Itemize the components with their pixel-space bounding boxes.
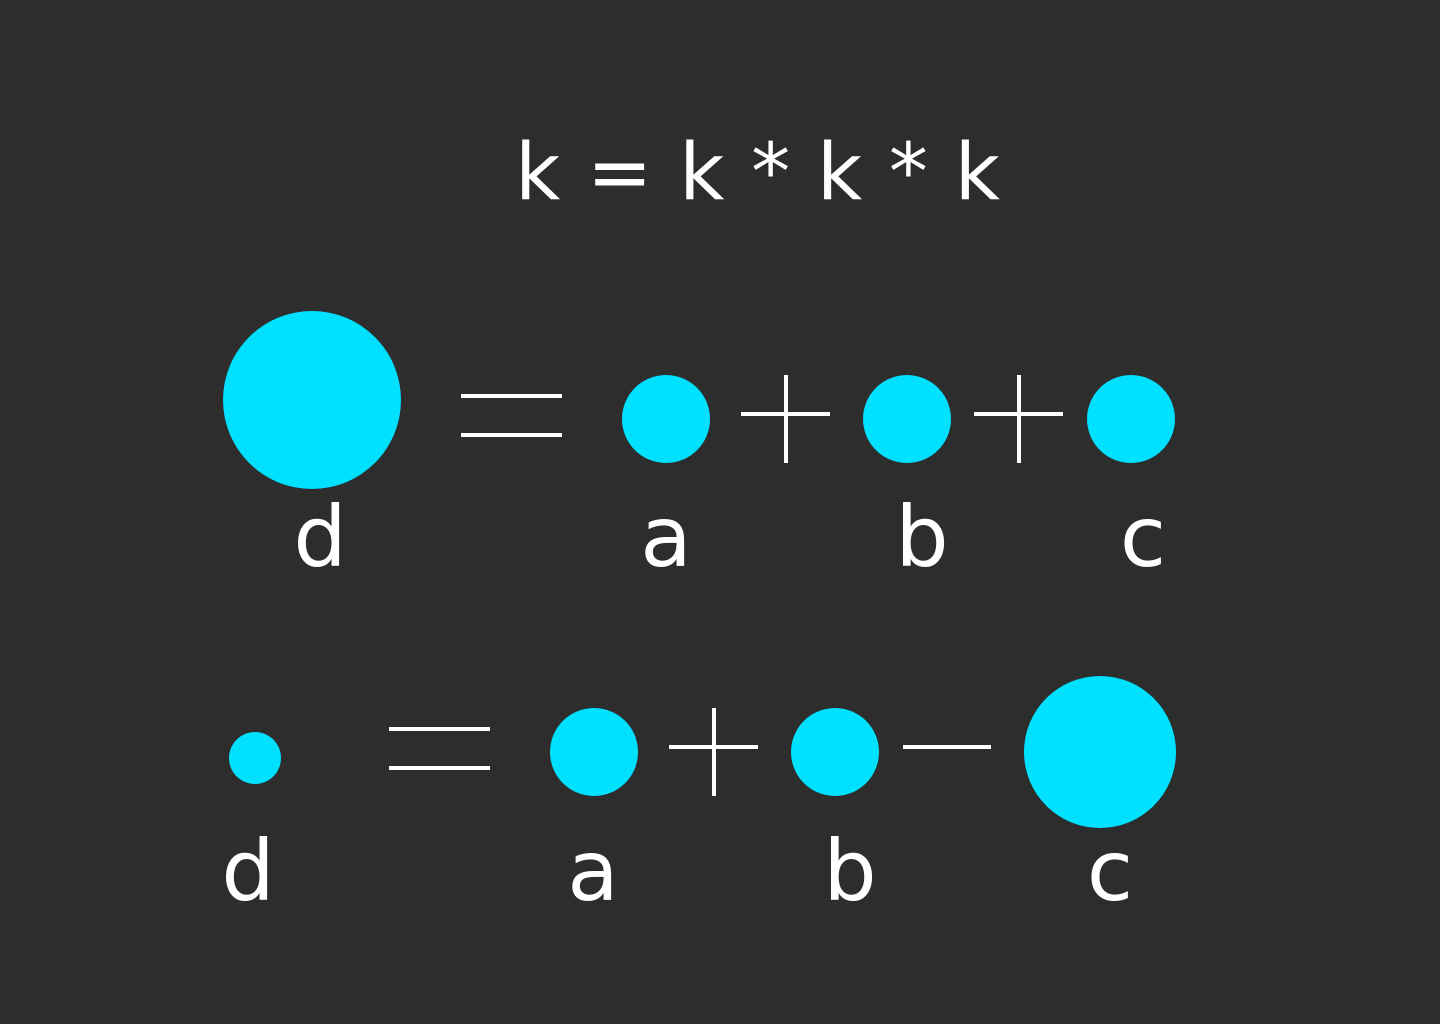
- formula-title: k = k * k * k: [515, 128, 1001, 218]
- label-b: b: [823, 822, 877, 920]
- label-d: d: [221, 822, 275, 920]
- label-b: b: [895, 488, 949, 586]
- label-d: d: [293, 488, 347, 586]
- circle-b: [863, 375, 951, 463]
- label-c: c: [1119, 488, 1167, 586]
- label-a: a: [640, 488, 692, 586]
- label-a: a: [567, 822, 619, 920]
- circle-c: [1087, 375, 1175, 463]
- circle-a: [622, 375, 710, 463]
- circle-c: [1024, 676, 1176, 828]
- circle-d: [229, 732, 281, 784]
- circle-d: [223, 311, 401, 489]
- label-c: c: [1086, 822, 1134, 920]
- circle-a: [550, 708, 638, 796]
- circle-b: [791, 708, 879, 796]
